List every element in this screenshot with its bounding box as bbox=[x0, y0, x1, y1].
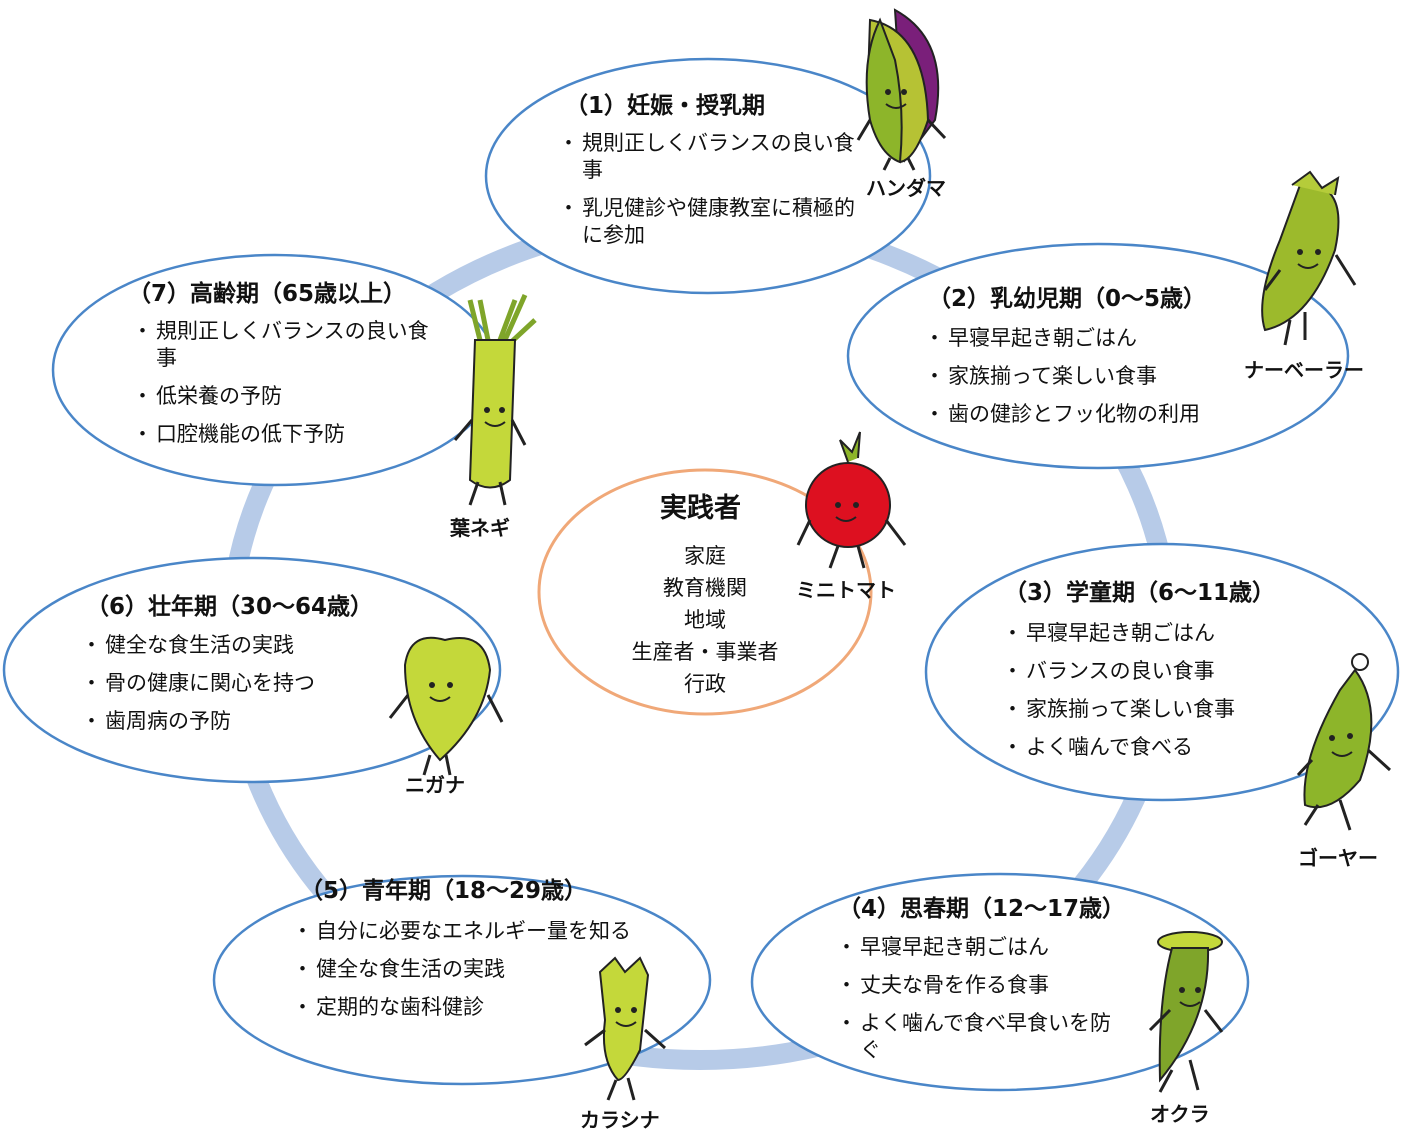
stage-1-title: （1）妊娠・授乳期 bbox=[565, 93, 766, 119]
handama-illustration bbox=[856, 8, 947, 171]
stage-3-bullet: 家族揃って楽しい食事 bbox=[1002, 696, 1306, 723]
stage-7-bullet: 規則正しくバランスの良い食事 bbox=[132, 318, 446, 372]
stage-2-bullets: 早寝早起き朝ごはん 家族揃って楽しい食事 歯の健診とフッ化物の利用 bbox=[924, 325, 1268, 439]
stage-3-title: （3）学童期（6～11歳） bbox=[1004, 580, 1276, 606]
center-item: 家庭 bbox=[684, 544, 726, 568]
character-label-karashina: カラシナ bbox=[580, 1108, 660, 1132]
stage-6-bullets: 健全な食生活の実践 骨の健康に関心を持つ 歯周病の予防 bbox=[81, 632, 405, 746]
stage-4-title: （4）思春期（12～17歳） bbox=[838, 896, 1126, 922]
center-list: 家庭 教育機関 地域 生産者・事業者 行政 bbox=[600, 540, 810, 700]
stage-1-bullet: 乳児健診や健康教室に積極的に参加 bbox=[558, 195, 862, 249]
stage-2-bullet: 早寝早起き朝ごはん bbox=[924, 325, 1268, 352]
center-item: 行政 bbox=[684, 672, 726, 696]
stage-6-bullet: 骨の健康に関心を持つ bbox=[81, 670, 405, 697]
stage-3-bullet: 早寝早起き朝ごはん bbox=[1002, 620, 1306, 647]
stage-4-bullet: 早寝早起き朝ごはん bbox=[836, 934, 1130, 961]
character-label-handama: ハンダマ bbox=[866, 176, 946, 200]
stage-4-bullets: 早寝早起き朝ごはん 丈夫な骨を作る食事 よく噛んで食べ早食いを防ぐ bbox=[836, 934, 1130, 1075]
stage-2-bullet: 歯の健診とフッ化物の利用 bbox=[924, 401, 1268, 428]
character-label-leek: 葉ネギ bbox=[450, 516, 510, 540]
stage-5-bullet: 自分に必要なエネルギー量を知る bbox=[292, 918, 636, 945]
stage-3-bullets: 早寝早起き朝ごはん バランスの良い食事 家族揃って楽しい食事 よく噛んで食べる bbox=[1002, 620, 1306, 772]
stage-4-bullet: 丈夫な骨を作る食事 bbox=[836, 972, 1130, 999]
tomato-illustration bbox=[796, 431, 907, 569]
stage-5-bullet: 健全な食生活の実践 bbox=[292, 956, 636, 983]
naabeeraa-illustration bbox=[1261, 170, 1357, 346]
nigana-illustration bbox=[388, 636, 504, 776]
stage-6-bullet: 健全な食生活の実践 bbox=[81, 632, 405, 659]
stage-4-bullet: よく噛んで食べ早食いを防ぐ bbox=[836, 1010, 1130, 1064]
stage-5-bullet: 定期的な歯科健診 bbox=[292, 994, 636, 1021]
stage-1-bullet: 規則正しくバランスの良い食事 bbox=[558, 130, 862, 184]
goya-illustration bbox=[1296, 653, 1392, 831]
stage-7-bullet: 低栄養の予防 bbox=[132, 383, 446, 410]
character-label-nigana: ニガナ bbox=[405, 773, 465, 797]
center-item: 教育機関 bbox=[663, 576, 747, 600]
stage-3-bullet: よく噛んで食べる bbox=[1002, 734, 1306, 761]
character-label-tomato: ミニトマト bbox=[796, 578, 896, 602]
stage-6-bullet: 歯周病の予防 bbox=[81, 708, 405, 735]
character-label-naabeeraa: ナーベーラー bbox=[1244, 358, 1364, 382]
center-item: 生産者・事業者 bbox=[631, 640, 779, 664]
center-title: 実践者 bbox=[660, 493, 741, 524]
stage-7-bullet: 口腔機能の低下予防 bbox=[132, 421, 446, 448]
stage-2-bullet: 家族揃って楽しい食事 bbox=[924, 363, 1268, 390]
stage-6-title: （6）壮年期（30～64歳） bbox=[86, 594, 374, 620]
center-ellipse bbox=[537, 468, 873, 716]
stage-3-bullet: バランスの良い食事 bbox=[1002, 658, 1306, 685]
stage-7-bullets: 規則正しくバランスの良い食事 低栄養の予防 口腔機能の低下予防 bbox=[132, 318, 446, 459]
character-label-okra: オクラ bbox=[1150, 1102, 1210, 1126]
stage-7-title: （7）高齢期（65歳以上） bbox=[128, 281, 407, 307]
stage-5-title: （5）青年期（18～29歳） bbox=[300, 878, 588, 904]
stage-5-bullets: 自分に必要なエネルギー量を知る 健全な食生活の実践 定期的な歯科健診 bbox=[292, 918, 636, 1032]
character-label-goya: ゴーヤー bbox=[1298, 846, 1378, 870]
okra-illustration bbox=[1148, 931, 1224, 1093]
stage-2-title: （2）乳幼児期（0～5歳） bbox=[928, 286, 1207, 312]
leek-illustration bbox=[453, 293, 537, 506]
stage-1-bullets: 規則正しくバランスの良い食事 乳児健診や健康教室に積極的に参加 bbox=[558, 130, 862, 260]
center-item: 地域 bbox=[684, 608, 726, 632]
